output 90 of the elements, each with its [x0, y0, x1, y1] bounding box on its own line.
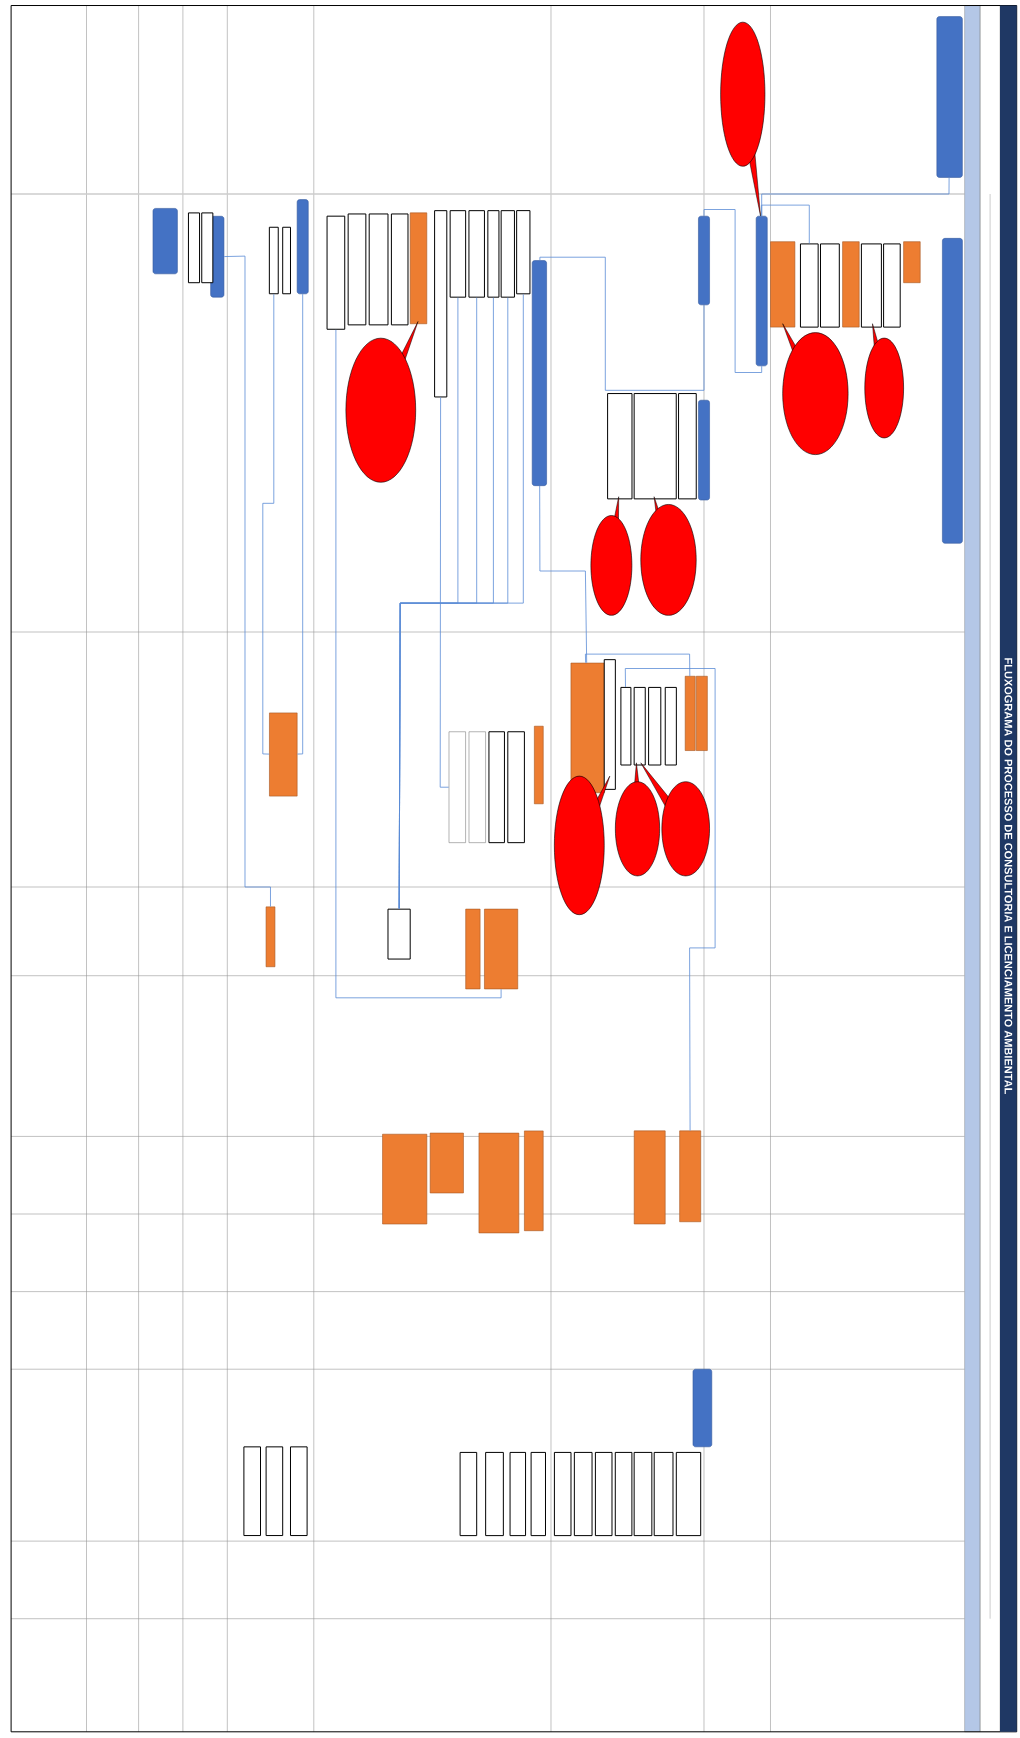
process-box: [516, 210, 531, 295]
callout-bubble: [590, 496, 633, 616]
rounded-bar: [698, 215, 710, 306]
connector-line: [539, 485, 588, 664]
process-box: [390, 213, 409, 326]
process-box: [459, 1451, 478, 1537]
process-box: [368, 213, 389, 326]
process-box: [614, 1451, 633, 1537]
process-box: [449, 210, 467, 298]
callout-bubble: [720, 21, 766, 217]
process-box: [678, 393, 697, 500]
process-box: [603, 659, 616, 790]
connector-line: [703, 209, 763, 373]
process-box: [243, 1446, 261, 1537]
process-box: [633, 686, 646, 766]
connector-line: [539, 256, 705, 391]
process-box: [387, 908, 411, 960]
process-box: [265, 906, 276, 968]
process-box: [409, 212, 428, 325]
process-box: [465, 908, 481, 990]
process-box: [500, 210, 515, 298]
callout-bubble: [554, 775, 611, 915]
process-box: [268, 226, 279, 295]
process-box: [684, 675, 696, 751]
process-box: [648, 686, 662, 766]
process-box: [187, 212, 201, 284]
connector-line: [585, 653, 691, 677]
process-box: [282, 226, 291, 295]
rounded-bar: [692, 1368, 713, 1448]
process-box: [633, 1451, 653, 1537]
process-box: [530, 1451, 546, 1537]
process-box: [448, 731, 466, 843]
process-box: [653, 1451, 674, 1537]
process-box: [594, 1451, 613, 1537]
title: FLUXOGRAMA DO PROCESSO DE CONSULTORIA E LICENCIAMENTO AMBIENTAL: [1004, 658, 1013, 1094]
process-box: [524, 1130, 544, 1231]
rounded-bar: [296, 199, 309, 295]
rounded-bar: [531, 260, 547, 486]
process-box: [507, 731, 525, 844]
process-box: [842, 241, 860, 328]
process-box: [434, 210, 448, 398]
process-box: [664, 686, 677, 766]
connector-line: [335, 329, 502, 999]
process-box: [382, 1133, 428, 1225]
rounded-bar: [152, 208, 178, 275]
process-box: [485, 1451, 504, 1537]
process-box: [269, 712, 298, 797]
process-box: [509, 1451, 527, 1537]
process-box: [675, 1451, 702, 1537]
process-box: [487, 210, 500, 298]
process-box: [770, 241, 796, 328]
process-box: [573, 1451, 593, 1537]
callout-bubble: [345, 321, 419, 483]
process-box: [860, 243, 882, 328]
process-box: [478, 1132, 520, 1234]
connector-line: [297, 293, 304, 755]
process-box: [488, 731, 505, 844]
process-box: [903, 241, 921, 284]
rounded-bar: [698, 399, 710, 501]
process-box: [534, 725, 544, 805]
rounded-bar: [936, 16, 963, 178]
process-box: [607, 393, 633, 500]
rounded-bar: [942, 238, 963, 544]
process-box: [553, 1451, 572, 1537]
connector-line: [223, 255, 271, 907]
process-box: [883, 243, 901, 328]
process-box: [679, 1130, 702, 1223]
process-box: [347, 213, 367, 326]
process-box: [484, 908, 519, 990]
rounded-bar: [755, 215, 768, 367]
connector-line: [262, 293, 275, 755]
process-box: [429, 1132, 464, 1194]
callout-bubble: [782, 323, 849, 455]
connector-line: [439, 397, 450, 788]
process-box: [820, 243, 840, 328]
process-box: [570, 662, 605, 794]
connector-line: [624, 668, 716, 1131]
callout-bubble: [640, 496, 697, 616]
process-box: [468, 210, 485, 298]
process-box: [620, 686, 632, 766]
callout-bubble: [640, 762, 710, 877]
connector-line: [761, 204, 810, 244]
process-box: [695, 675, 708, 751]
process-box: [799, 243, 819, 328]
process-box: [290, 1446, 308, 1537]
process-box: [201, 212, 214, 284]
process-box: [265, 1446, 284, 1537]
process-box: [468, 731, 486, 843]
process-box: [633, 1130, 666, 1225]
process-box: [326, 215, 346, 330]
